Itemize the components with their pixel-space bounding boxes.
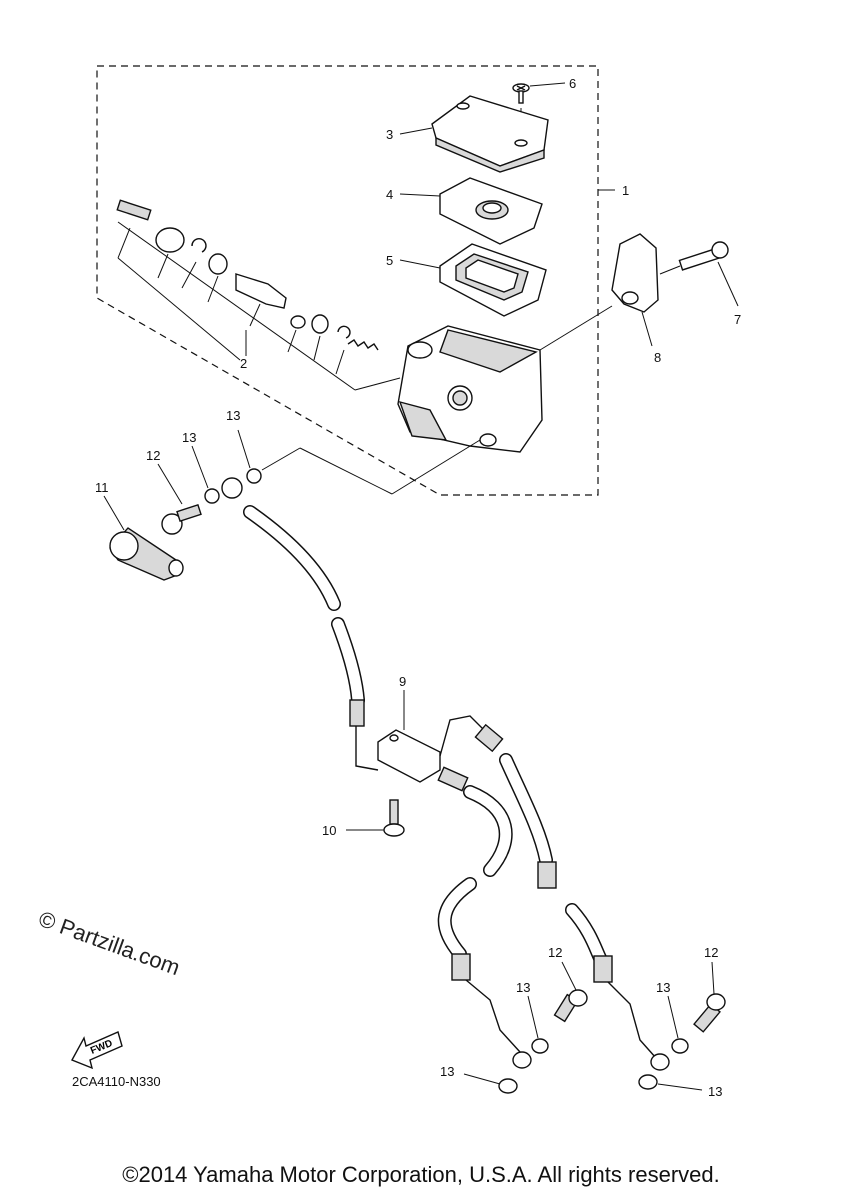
bolt-10 — [383, 799, 405, 837]
diagram-code: 2CA4110-N330 — [72, 1074, 161, 1089]
callout-13-d: 13 — [656, 980, 670, 995]
callout-1: 1 — [622, 183, 629, 198]
callout-8: 8 — [654, 350, 661, 365]
callout-13-e: 13 — [440, 1064, 454, 1079]
holder-8 — [611, 233, 659, 313]
washer-13-d — [671, 1038, 689, 1054]
callout-6: 6 — [569, 76, 576, 91]
callout-13-b: 13 — [226, 408, 240, 423]
banjo-bolt-12-top — [161, 503, 202, 535]
screw-6 — [512, 83, 530, 104]
callout-2: 2 — [240, 356, 247, 371]
reservoir-cap-3 — [431, 95, 549, 173]
washer-13-a — [204, 488, 220, 504]
brake-cap-11 — [109, 527, 184, 581]
callout-7: 7 — [734, 312, 741, 327]
brake-pipe-right — [439, 715, 485, 757]
callout-10: 10 — [322, 823, 336, 838]
copyright-footer: ©2014 Yamaha Motor Corporation, U.S.A. A… — [122, 1162, 720, 1187]
callout-11: 11 — [95, 480, 109, 495]
banjo-bolt-12-middle — [553, 989, 588, 1023]
callout-3: 3 — [386, 127, 393, 142]
diaphragm-plate-4 — [439, 177, 543, 245]
callout-9: 9 — [399, 674, 406, 689]
callout-13-a: 13 — [182, 430, 196, 445]
callout-5: 5 — [386, 253, 393, 268]
callout-12-right: 12 — [704, 945, 718, 960]
brake-hose-lower-right — [474, 723, 670, 1071]
washer-13-c — [531, 1038, 549, 1054]
washer-13-b — [246, 468, 262, 484]
master-cylinder-body — [397, 325, 543, 453]
piston-assembly-2 — [116, 199, 379, 351]
washer-13-e — [498, 1078, 518, 1094]
callout-13-c: 13 — [516, 980, 530, 995]
callout-12-middle: 12 — [548, 945, 562, 960]
callout-12-top: 12 — [146, 448, 160, 463]
bolt-7 — [678, 241, 729, 271]
brake-joint-9 — [377, 729, 441, 783]
callout-4: 4 — [386, 187, 393, 202]
assembly-outline — [96, 65, 599, 496]
diaphragm-5 — [439, 243, 547, 317]
brake-hose-lower-left — [437, 766, 532, 1069]
brake-pipe-main — [355, 726, 379, 771]
callout-13-f: 13 — [708, 1084, 722, 1099]
washer-13-f — [638, 1074, 658, 1090]
fwd-arrow-icon: FWD — [71, 1031, 123, 1070]
banjo-bolt-12-right — [693, 993, 726, 1033]
brake-hose-upper — [221, 477, 365, 727]
